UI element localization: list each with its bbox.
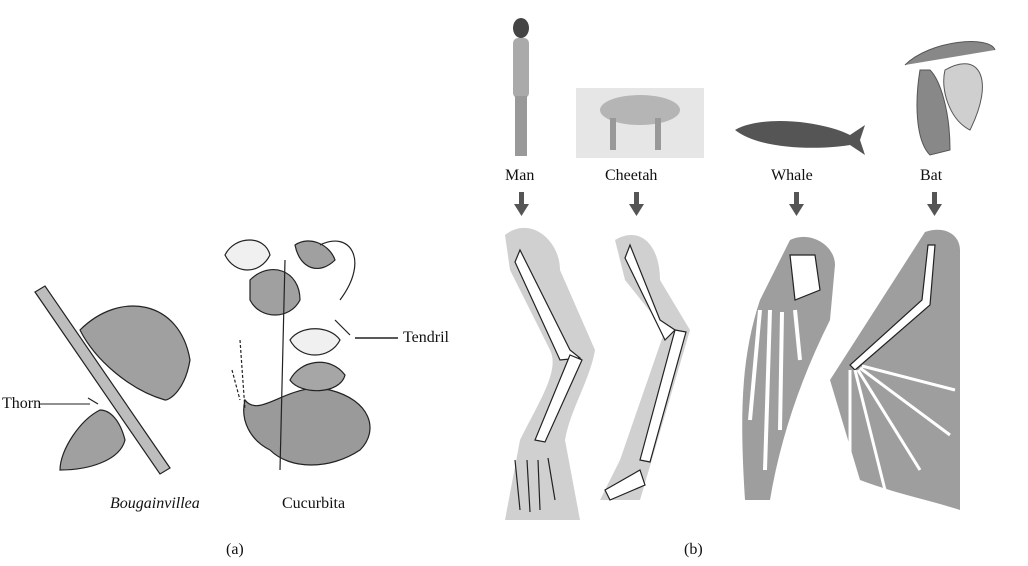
- arrow-man: [514, 192, 529, 216]
- arrow-cheetah: [629, 192, 644, 216]
- down-arrows: [514, 192, 942, 216]
- bougainvillea-drawing: [34, 285, 191, 475]
- forelimb-bat: [830, 229, 960, 510]
- whale-picture: [735, 120, 865, 155]
- arrow-bat: [927, 192, 942, 216]
- tendril-label: Tendril: [403, 329, 449, 346]
- panel-b-caption: (b): [684, 541, 703, 558]
- animal-pictures: [513, 18, 996, 158]
- cucurbita-label: Cucurbita: [282, 495, 346, 512]
- cheetah-picture: [576, 88, 704, 158]
- whale-label: Whale: [771, 167, 813, 184]
- bougainvillea-label: Bougainvillea: [110, 495, 200, 512]
- cheetah-label: Cheetah: [605, 167, 658, 184]
- panel-a-caption: (a): [226, 541, 244, 558]
- bat-label: Bat: [920, 167, 943, 184]
- forelimb-cheetah: [600, 234, 690, 501]
- forelimb-man: [505, 227, 595, 520]
- bat-picture: [904, 41, 996, 156]
- forelimb-whale: [742, 236, 835, 500]
- man-picture: [513, 18, 529, 156]
- arrow-whale: [789, 192, 804, 216]
- man-label: Man: [505, 167, 535, 184]
- thorn-label: Thorn: [2, 395, 42, 412]
- cucurbita-drawing: [224, 239, 398, 471]
